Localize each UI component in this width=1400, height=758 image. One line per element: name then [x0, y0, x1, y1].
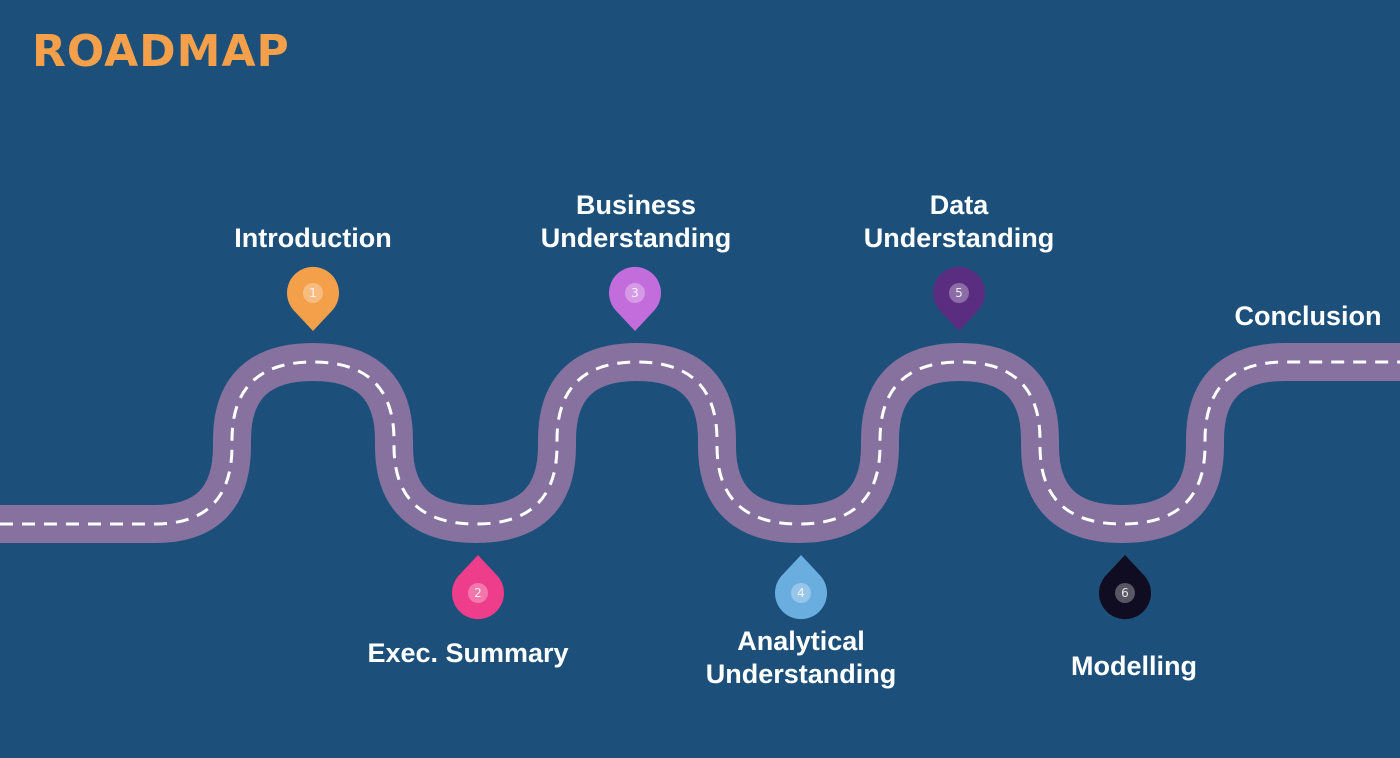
- step-label-line: Understanding: [540, 223, 732, 253]
- map-pin-badge: [468, 583, 488, 603]
- map-pin-body: [608, 266, 661, 331]
- step-label-line: Data: [929, 190, 989, 220]
- map-pin-badge: [791, 583, 811, 603]
- step-label-introduction: Introduction: [234, 222, 391, 255]
- map-pin-number: 2: [474, 586, 482, 600]
- map-pin-number: 6: [1121, 586, 1129, 600]
- step-label-modelling: Modelling: [1071, 650, 1197, 683]
- map-pin-number: 3: [631, 286, 639, 300]
- map-pin-number: 1: [309, 286, 317, 300]
- map-pin-icon: 1: [287, 266, 339, 331]
- step-label-exec-summary: Exec. Summary: [367, 637, 568, 670]
- step-label-line: Exec. Summary: [367, 638, 569, 668]
- step-label-line: Introduction: [234, 223, 392, 253]
- step-label-line: Business: [575, 190, 697, 220]
- map-pin-badge: [303, 283, 323, 303]
- map-pin-body: [775, 555, 827, 620]
- step-label-line: Understanding: [863, 223, 1055, 253]
- step-label-line: Modelling: [1071, 651, 1197, 681]
- map-pin-body: [1099, 555, 1151, 620]
- map-pin-number: 5: [955, 286, 963, 300]
- map-pin-number: 4: [797, 586, 805, 600]
- map-pin-body: [933, 266, 985, 331]
- page-title: ROADMAP: [32, 26, 290, 77]
- map-pin-body: [452, 555, 504, 620]
- map-pin-body: [287, 266, 339, 331]
- road-center-line: [0, 360, 1400, 526]
- step-label-line: Understanding: [705, 659, 897, 689]
- map-pin-icon: 4: [775, 555, 827, 620]
- map-pin-icon: 3: [608, 266, 661, 331]
- map-pin-icon: 5: [933, 266, 985, 331]
- map-pin-icon: 6: [1099, 555, 1151, 620]
- map-pin-icon: 2: [452, 555, 504, 620]
- map-pin-badge: [949, 283, 969, 303]
- map-pin-badge: [625, 283, 645, 303]
- map-pin-badge: [1115, 583, 1135, 603]
- step-label-conclusion: Conclusion: [1234, 301, 1382, 331]
- step-label-line: Analytical: [737, 626, 865, 656]
